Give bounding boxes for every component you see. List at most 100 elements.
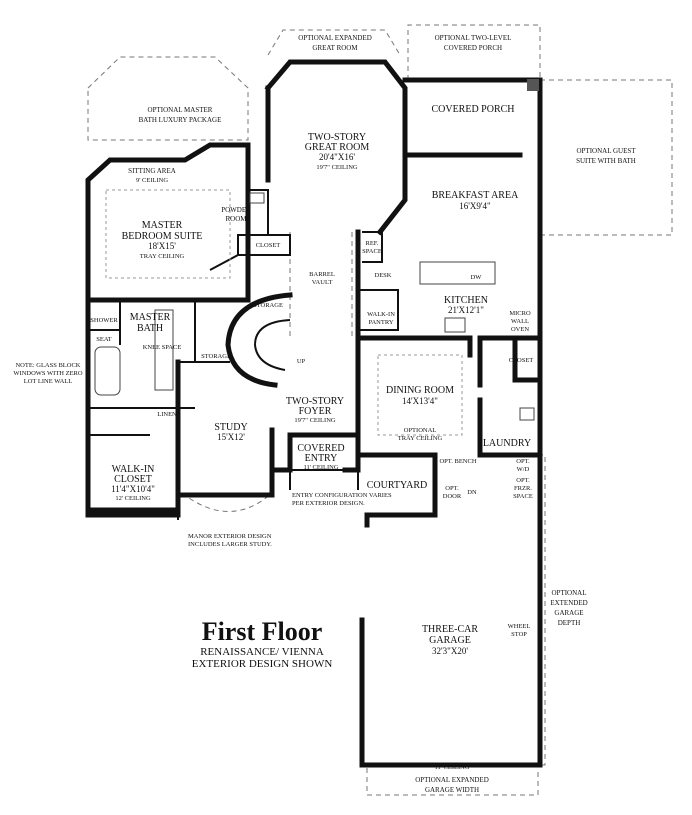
walk-in-closet-dim: 11'4"X10'4" [111, 484, 155, 494]
opt-door-name-2: DOOR [443, 493, 462, 500]
toilet [249, 192, 265, 204]
sitting-area-ceiling: 9' CEILING [136, 177, 168, 184]
covered-entry-wall [289, 469, 359, 490]
option-labels: OPTIONAL EXPANDED GREAT ROOM OPTIONAL TW… [139, 34, 637, 794]
ref-space-name-2: SPACE [362, 248, 382, 255]
label-opt-master-bath-2: BATH LUXURY PACKAGE [139, 116, 222, 124]
note-manor-2: INCLUDES LARGER STUDY. [188, 541, 272, 548]
opt-frzr-name-3: SPACE [513, 493, 533, 500]
micro-name-3: OVEN [511, 326, 529, 333]
closet-2-name: CLOSET [509, 357, 534, 364]
pantry-name-2: PANTRY [368, 319, 393, 326]
opt-wd-name-1: OPT. [516, 458, 530, 465]
knee-space-name: KNEE SPACE [143, 344, 182, 351]
foyer-name-1: TWO-STORY [286, 396, 344, 407]
walk-in-closet-name-1: WALK-IN [112, 464, 155, 475]
study-name: STUDY [214, 422, 247, 433]
closet-1-name: CLOSET [256, 242, 281, 249]
shower-name: SHOWER [90, 317, 118, 324]
title-block: First Floor RENAISSANCE/ VIENNA EXTERIOR… [192, 617, 333, 670]
great-room-wall [264, 59, 408, 236]
powder-room-name-2: ROOM [225, 215, 247, 223]
fixtures [94, 189, 535, 436]
dining-ceiling-2: TRAY CEILING [398, 435, 443, 442]
study-dim: 15'X12' [217, 432, 245, 442]
label-opt-master-bath-1: OPTIONAL MASTER [148, 106, 213, 114]
pantry-wall [358, 289, 399, 331]
garage-dim: 32'3"X20' [432, 646, 468, 656]
kitchen-dim: 21'X12'1" [448, 305, 484, 315]
label-opt-garage-width-2: GARAGE WIDTH [425, 786, 479, 794]
opt-door-name-1: OPT. [445, 485, 459, 492]
sitting-area-name: SITTING AREA [128, 167, 176, 175]
covered-entry-ceiling: 11' CEILING [303, 464, 338, 471]
opt-frzr-name-2: FRZR. [514, 485, 532, 492]
ref-space-name-1: REF. [365, 240, 378, 247]
plan-subtitle-2: EXTERIOR DESIGN SHOWN [192, 658, 333, 670]
room-labels: TWO-STORY GREAT ROOM 20'4"X16' 19'7" CEI… [90, 104, 533, 771]
walk-in-closet-name-2: CLOSET [114, 474, 152, 485]
optional-covered-porch-outline [407, 24, 541, 80]
desk-name: DESK [375, 272, 392, 279]
plan-subtitle-1: RENAISSANCE/ VIENNA [200, 646, 324, 658]
notes: NOTE: GLASS BLOCK WINDOWS WITH ZERO LOT … [13, 362, 392, 548]
master-suite-name-1: MASTER [142, 220, 183, 231]
micro-name-1: MICRO [509, 310, 531, 317]
kitchen-dining-wall [355, 229, 473, 473]
powder-room-name-1: POWDER [221, 206, 251, 214]
note-entry-config-1: ENTRY CONFIGURATION VARIES [292, 492, 392, 499]
corner-post [527, 79, 539, 91]
cooktop [444, 317, 466, 333]
storage-2-name: STORAGE [201, 353, 231, 360]
label-opt-guest-2: SUITE WITH BATH [576, 157, 636, 165]
walls [85, 59, 543, 768]
label-opt-great-room-2: GREAT ROOM [312, 44, 358, 52]
laundry-name: LAUNDRY [483, 438, 531, 449]
master-bath-name-1: MASTER [130, 312, 171, 323]
porch-wall [402, 77, 543, 458]
garage-ceiling: 11' CEILING [434, 764, 469, 771]
optional-outlines [87, 24, 673, 796]
great-room-name-1: TWO-STORY [308, 132, 366, 143]
covered-porch-name: COVERED PORCH [431, 104, 514, 115]
wheel-stop-name-1: WHEEL [508, 623, 531, 630]
note-glass-block-3: LOT LINE WALL [24, 378, 73, 385]
opt-bench-name: OPT. BENCH [439, 458, 476, 465]
great-room-name-2: GREAT ROOM [305, 142, 370, 153]
label-opt-garage-depth-3: GARAGE [554, 609, 583, 617]
master-suite-name-2: BEDROOM SUITE [122, 231, 203, 242]
barrel-vault-outline [289, 232, 353, 340]
dw-name: DW [471, 274, 483, 281]
optional-garage-width-outline [366, 768, 539, 796]
master-tray-ceiling [105, 189, 231, 279]
label-opt-garage-width-1: OPTIONAL EXPANDED [415, 776, 489, 784]
garage-wall [359, 452, 543, 768]
opt-frzr-name-1: OPT. [516, 477, 530, 484]
note-manor-1: MANOR EXTERIOR DESIGN [188, 533, 272, 540]
note-glass-block-1: NOTE: GLASS BLOCK [15, 362, 80, 369]
label-opt-garage-depth-2: EXTENDED [550, 599, 587, 607]
bathtub [94, 346, 121, 396]
garage-name-2: GARAGE [429, 635, 471, 646]
up-name: UP [297, 358, 306, 365]
master-suite-dim: 18'X15' [148, 241, 176, 251]
storage-1-name: STORAGE [253, 302, 283, 309]
dining-name: DINING ROOM [386, 385, 454, 396]
garage-name-1: THREE-CAR [422, 624, 478, 635]
pantry-name-1: WALK-IN [367, 311, 395, 318]
optional-guest-suite-outline [540, 79, 673, 236]
dining-ceiling-1: OPTIONAL [404, 427, 437, 434]
note-glass-block-2: WINDOWS WITH ZERO [13, 370, 83, 377]
barrel-vault-name-1: BARREL [309, 271, 335, 278]
study-inner-wall [178, 300, 230, 363]
covered-entry-name-2: ENTRY [305, 453, 338, 464]
walk-in-closet-ceiling: 12' CEILING [115, 495, 151, 502]
breakfast-dim: 16'X9'4" [459, 201, 491, 211]
courtyard-name: COURTYARD [367, 480, 428, 491]
seat-name: SEAT [96, 336, 112, 343]
label-opt-porch-2: COVERED PORCH [444, 44, 502, 52]
master-suite-ceiling: TRAY CEILING [140, 253, 185, 260]
micro-name-2: WALL [511, 318, 529, 325]
ref-wall [362, 231, 383, 263]
